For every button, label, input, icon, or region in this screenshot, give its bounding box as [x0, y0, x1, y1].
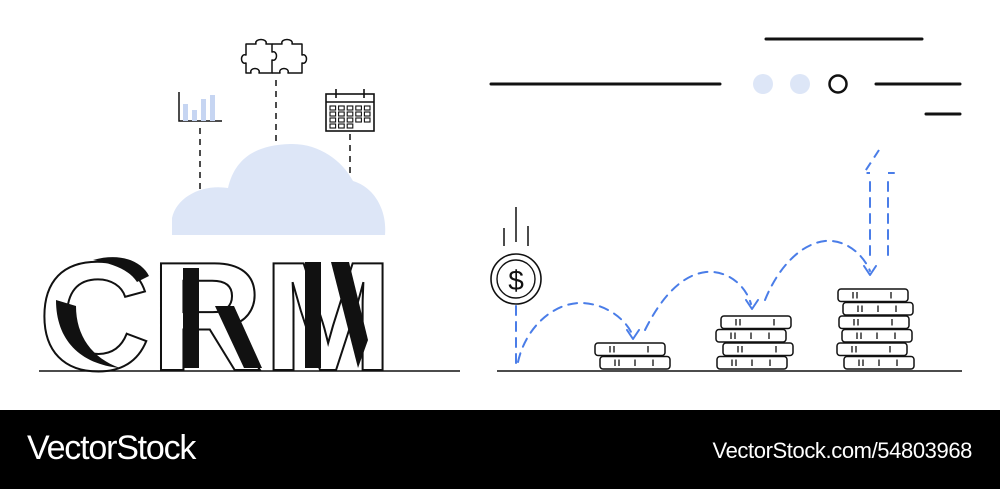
header-lines	[489, 37, 962, 116]
calendar-cell	[363, 111, 371, 117]
watermark-brand: VectorStock	[27, 429, 196, 467]
calendar-icon	[325, 89, 375, 132]
coin	[836, 342, 908, 357]
calendar-cell	[363, 105, 371, 111]
bar-chart-icon	[178, 92, 222, 122]
calendar-cell	[329, 111, 337, 117]
trajectory-arrowheads	[626, 265, 877, 340]
carousel-dots	[753, 74, 848, 94]
calendar-cell	[346, 111, 354, 117]
calendar-cell	[329, 117, 337, 123]
crm-letter-shading	[56, 257, 368, 368]
bounce-trajectory	[515, 179, 889, 367]
crm-headline: CRM	[38, 230, 393, 403]
falling-motion-lines	[503, 207, 529, 246]
calendar-cell	[346, 117, 354, 123]
crm-growth-illustration: CRM $	[37, 37, 962, 404]
cloud-connectors	[199, 80, 351, 190]
calendar-cell	[338, 111, 345, 117]
watermark-bar	[0, 410, 1000, 489]
coin-stack	[836, 288, 915, 370]
coin	[722, 342, 794, 357]
calendar-cell	[355, 117, 362, 123]
calendar-cell	[329, 105, 337, 111]
calendar-cell	[338, 117, 345, 123]
coin-stacks	[594, 288, 915, 370]
puzzle-icon	[240, 38, 308, 74]
calendar-cell	[346, 123, 354, 129]
coin	[837, 288, 909, 303]
coin	[838, 315, 910, 330]
calendar-cell	[355, 111, 362, 117]
calendar-cell	[346, 105, 354, 111]
calendar-cell	[355, 105, 362, 111]
calendar-cell	[329, 123, 337, 129]
calendar-cell	[363, 117, 371, 123]
coin-stack	[715, 315, 794, 370]
cloud-icon	[172, 143, 386, 235]
calendar-cell	[338, 123, 345, 129]
coin	[720, 315, 792, 330]
watermark-image-id: VectorStock.com/54803968	[712, 438, 973, 463]
coin-stack	[594, 342, 671, 370]
arrow-up-icon	[863, 149, 895, 174]
coin	[594, 342, 666, 357]
calendar-cell	[338, 105, 345, 111]
coin-symbol: $	[508, 265, 524, 296]
dollar-coin-icon: $	[490, 253, 542, 305]
